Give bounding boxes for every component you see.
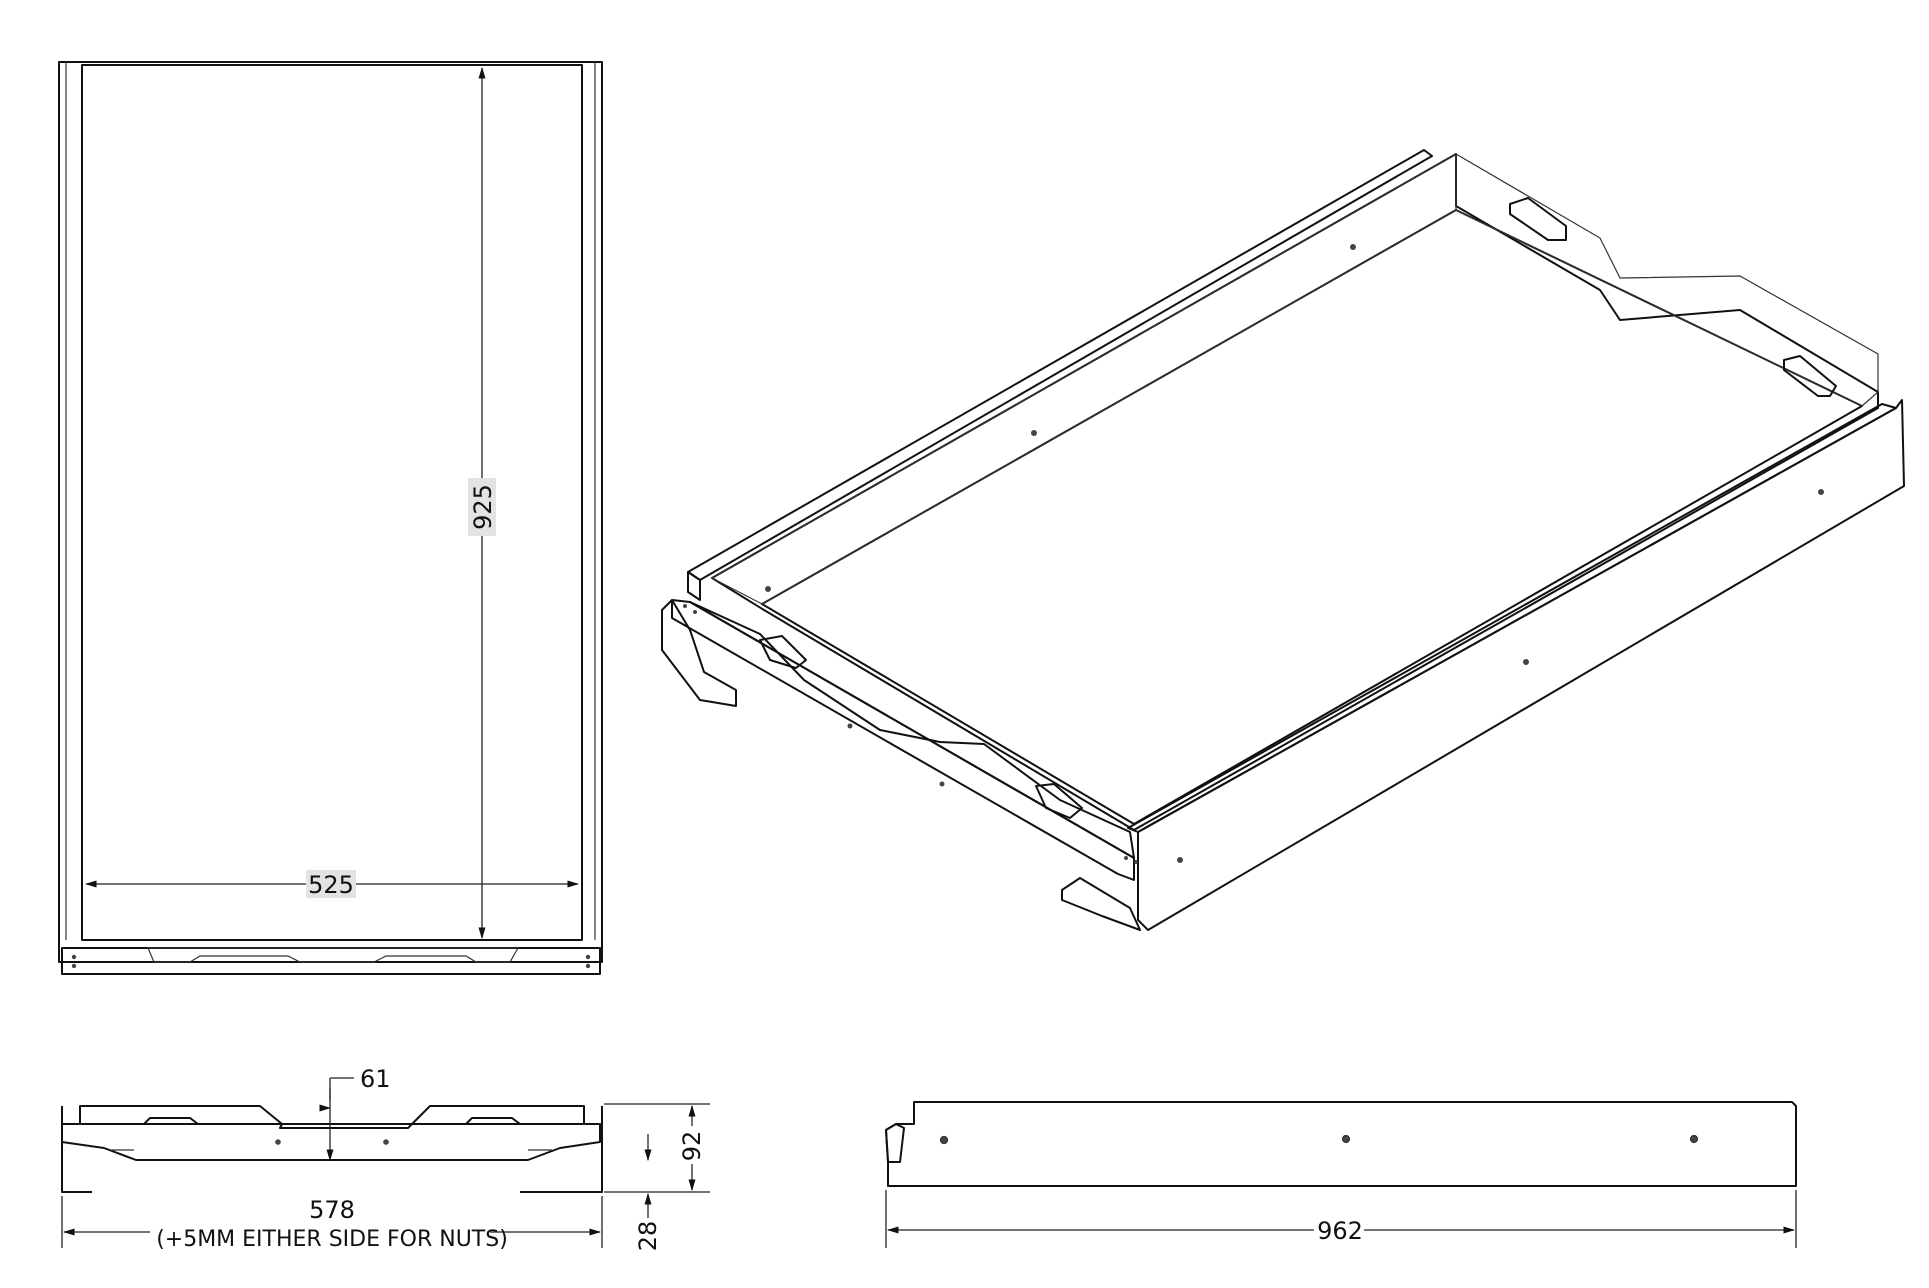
top-view: 925 525 [58,61,603,975]
dimension-578: 578 [309,1196,355,1224]
iso-back-rail [687,149,1433,581]
iso-front-bar [671,599,1135,881]
dimension-61: 61 [360,1065,391,1093]
iso-front-rail [1137,399,1905,931]
side-view-rail [885,1101,1797,1187]
dimension-578-note: (+5MM EITHER SIDE FOR NUTS) [156,1227,508,1252]
front-view-base [61,1123,601,1161]
iso-tray-back-wall [711,153,1879,831]
side-view: 962 [885,1101,1797,1248]
iso-tray-floor [761,209,1863,825]
dimension-962: 962 [1317,1217,1363,1245]
dimension-92: 92 [678,1131,706,1162]
dimension-28: 28 [634,1221,662,1252]
isometric-view [661,149,1905,931]
front-view: 61 578 (+5MM EITHER SIDE FOR NUTS) 92 28 [61,1065,710,1252]
top-view-outer-rail [58,61,603,963]
dimension-525: 525 [308,871,354,899]
dimension-925: 925 [469,484,497,530]
top-view-inner-tray [81,64,583,941]
